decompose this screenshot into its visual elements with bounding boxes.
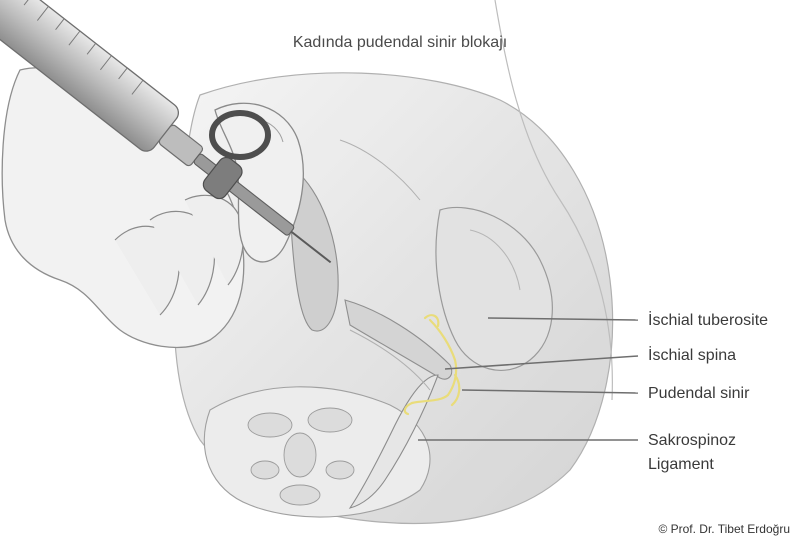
leader-pudendal-nerve [461, 389, 639, 394]
syringe-illustration [0, 0, 332, 264]
label-sacrospinous-ligament-line1: Sakrospinoz [648, 432, 737, 449]
diagram-title: Kadında pudendal sinir blokajı [292, 34, 508, 51]
label-ischial-tuberosity: İschial tuberosite [648, 312, 769, 329]
leader-ischial-tuberosity [487, 317, 639, 321]
label-sacrospinous-ligament-line2: Ligament [648, 456, 714, 473]
label-pudendal-nerve: Pudendal sinir [648, 385, 750, 402]
label-ischial-spine: İschial spina [648, 347, 737, 364]
nerve-illustration [403, 314, 461, 416]
leader-lines [418, 317, 639, 441]
leader-ischial-spine [444, 355, 639, 370]
copyright-credit: © Prof. Dr. Tibet Erdoğru [658, 522, 790, 536]
